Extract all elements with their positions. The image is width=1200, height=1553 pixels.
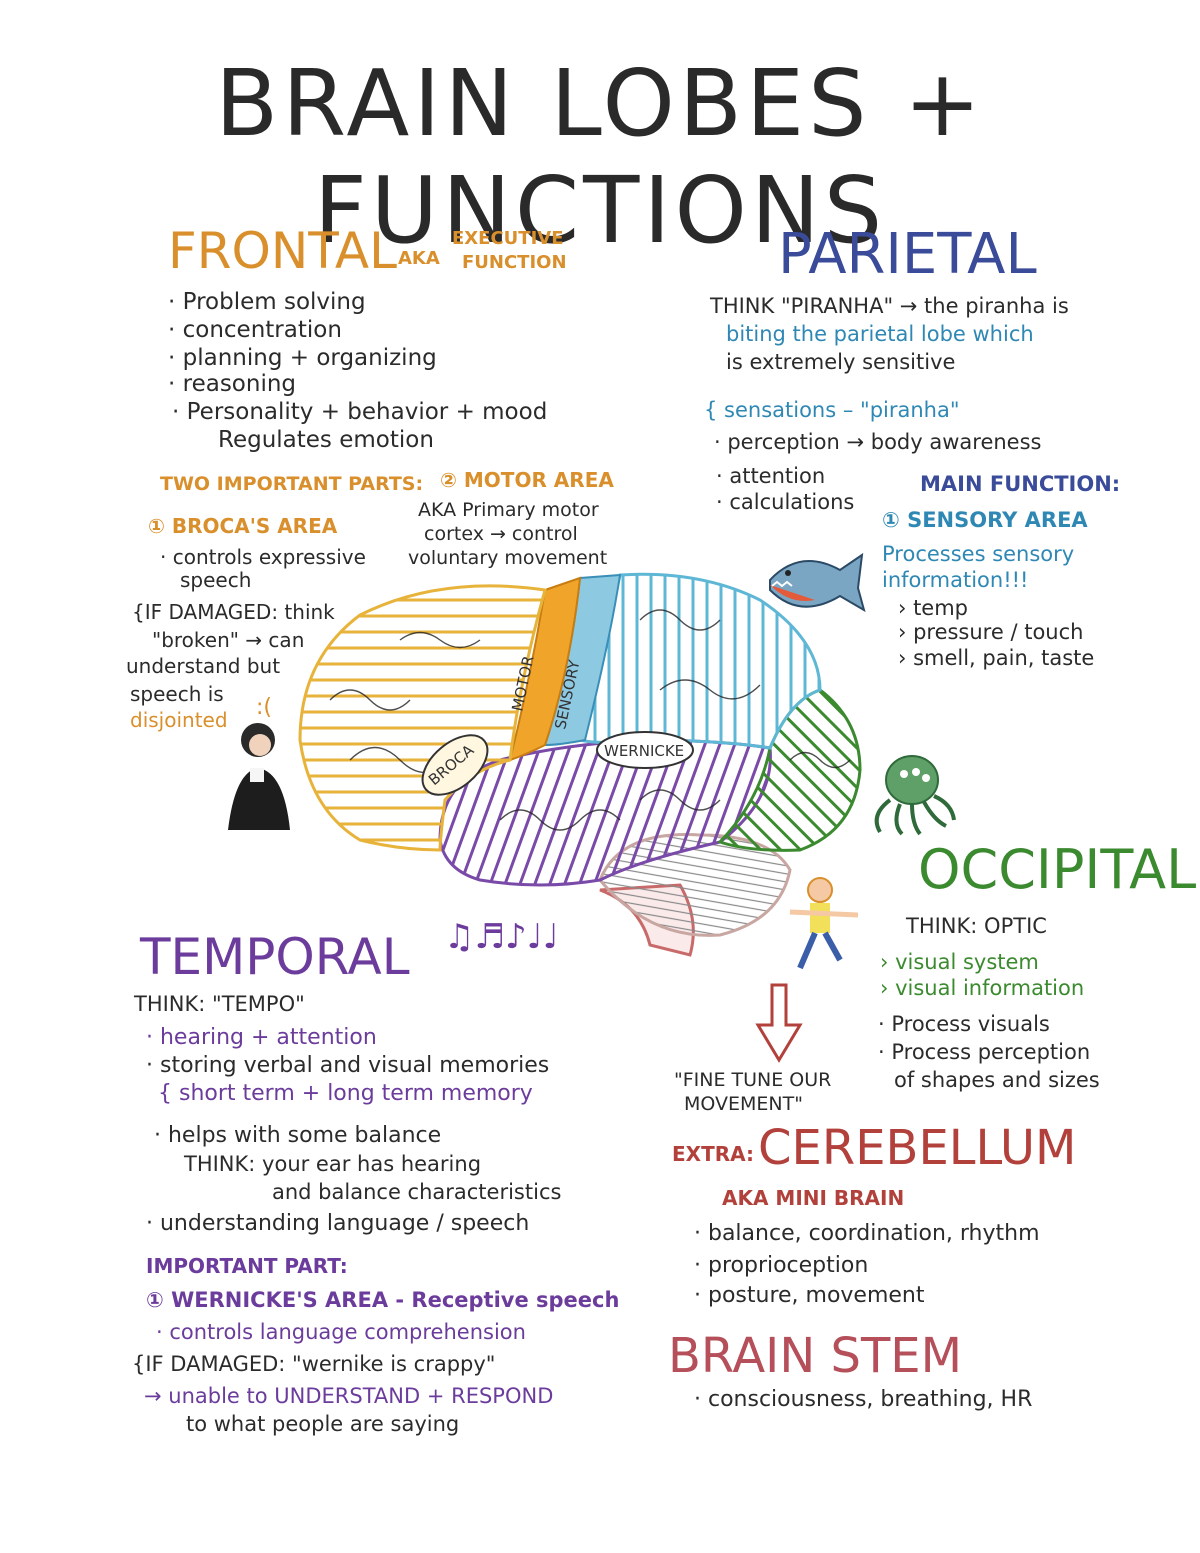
frontal-heading: FRONTAL [168, 222, 397, 280]
parietal-main-function: MAIN FUNCTION: [920, 472, 1121, 496]
frontal-aka-label: AKA [398, 248, 440, 269]
occipital-item: › visual system [880, 950, 1039, 974]
frontal-item: Regulates emotion [218, 427, 434, 453]
brain-stem-heading: BRAIN STEM [668, 1328, 963, 1384]
temporal-item: THINK: your ear has hearing [184, 1152, 482, 1176]
wernicke-damaged: → unable to UNDERSTAND + RESPOND [144, 1384, 554, 1408]
page-title: BRAIN LOBES + FUNCTIONS [215, 50, 985, 264]
sensory-desc: information!!! [882, 568, 1029, 592]
cerebellum-fine-tune: "FINE TUNE OUR [674, 1069, 832, 1091]
sensory-title: ① SENSORY AREA [882, 508, 1088, 532]
temporal-item: and balance characteristics [272, 1180, 562, 1204]
svg-text:♫♬♪♩♩: ♫♬♪♩♩ [444, 917, 559, 957]
cerebellum-item: · balance, coordination, rhythm [694, 1221, 1040, 1246]
broca-damaged: "broken" → can [152, 628, 305, 652]
parietal-item: · calculations [716, 490, 855, 514]
occipital-item: · Process perception [878, 1040, 1091, 1064]
temporal-think: THINK: "TEMPO" [134, 992, 305, 1016]
parietal-think: is extremely sensitive [726, 350, 956, 374]
frontal-aka-value-2: FUNCTION [462, 252, 567, 273]
parietal-item: · perception → body awareness [714, 430, 1042, 454]
sensory-sense: › smell, pain, taste [898, 646, 1095, 670]
cerebellum-item: · proprioception [694, 1253, 869, 1278]
frontal-aka-value-1: EXECUTIVE [452, 228, 564, 249]
sensory-desc: Processes sensory [882, 542, 1075, 566]
wernicke-area-shape [596, 731, 694, 769]
broca-damaged: disjointed [130, 708, 228, 732]
temporal-item: · storing verbal and visual memories [146, 1053, 550, 1078]
octopus-icon [874, 755, 956, 836]
boy-balance-icon [789, 877, 859, 970]
parietal-heading: PARIETAL [778, 222, 1037, 287]
wernicke-damaged: to what people are saying [186, 1412, 460, 1436]
temporal-important-part: IMPORTANT PART: [146, 1254, 348, 1278]
sensory-sense: › temp [898, 596, 969, 620]
parietal-think: biting the parietal lobe which [726, 322, 1034, 346]
temporal-heading: TEMPORAL [140, 928, 410, 986]
occipital-think: THINK: OPTIC [906, 914, 1047, 938]
wernicke-desc: · controls language comprehension [156, 1320, 526, 1344]
motor-desc: voluntary movement [408, 547, 608, 569]
cerebellum-heading: CEREBELLUM [758, 1120, 1077, 1176]
diagram-label-wernicke: WERNICKE [604, 742, 684, 760]
occipital-item: of shapes and sizes [894, 1068, 1100, 1092]
frontal-item: · concentration [168, 317, 342, 343]
brain-stem-item: · consciousness, breathing, HR [694, 1387, 1033, 1412]
occipital-heading: OCCIPITAL [918, 838, 1197, 901]
cerebellum-aka: AKA MINI BRAIN [722, 1186, 905, 1210]
broca-desc: speech [180, 568, 252, 592]
piranha-icon [769, 552, 866, 613]
music-notes-icon: ♫♬♪♩♩ [444, 917, 559, 957]
parietal-item: · attention [716, 464, 826, 488]
parietal-think: THINK "PIRANHA" → the piranha is [710, 294, 1069, 318]
frontal-two-parts: TWO IMPORTANT PARTS: [160, 473, 424, 495]
broca-damaged: {IF DAMAGED: think [132, 600, 335, 624]
motor-title: ② MOTOR AREA [440, 468, 614, 492]
cerebellum-item: · posture, movement [694, 1283, 925, 1308]
broca-damaged: understand but [126, 654, 281, 678]
temporal-item: · helps with some balance [154, 1123, 442, 1148]
temporal-item: · hearing + attention [146, 1025, 377, 1050]
occipital-item: · Process visuals [878, 1012, 1050, 1036]
wernicke-title: ① WERNICKE'S AREA - Receptive speech [146, 1288, 620, 1312]
frontal-item: · planning + organizing [168, 345, 437, 371]
down-arrow-icon [755, 983, 803, 1063]
cerebellum-fine-tune: MOVEMENT" [684, 1093, 803, 1115]
motor-desc: AKA Primary motor [418, 499, 599, 521]
broca-title: ① BROCA'S AREA [148, 514, 338, 538]
occipital-item: › visual information [880, 976, 1085, 1000]
sensory-sense: › pressure / touch [898, 620, 1084, 644]
parietal-item: { sensations – "piranha" [704, 398, 960, 422]
wernicke-damaged: {IF DAMAGED: "wernike is crappy" [132, 1352, 496, 1376]
frontal-lobe-shape [298, 584, 547, 852]
frontal-item: · Personality + behavior + mood [172, 399, 548, 425]
broca-damaged: speech is [130, 682, 224, 706]
frontal-item: · reasoning [168, 371, 297, 397]
motor-strip-shape [508, 576, 582, 762]
broca-area-shape [421, 734, 489, 796]
broca-desc: · controls expressive [160, 545, 366, 569]
temporal-item: · understanding language / speech [146, 1211, 530, 1236]
motor-desc: cortex → control [424, 523, 578, 545]
woman-thinking-icon [228, 723, 290, 830]
frontal-item: · Problem solving [168, 289, 366, 315]
sad-face-icon: :( [256, 695, 272, 720]
temporal-item: { short term + long term memory [158, 1081, 533, 1106]
cerebellum-extra: EXTRA: [672, 1142, 754, 1166]
